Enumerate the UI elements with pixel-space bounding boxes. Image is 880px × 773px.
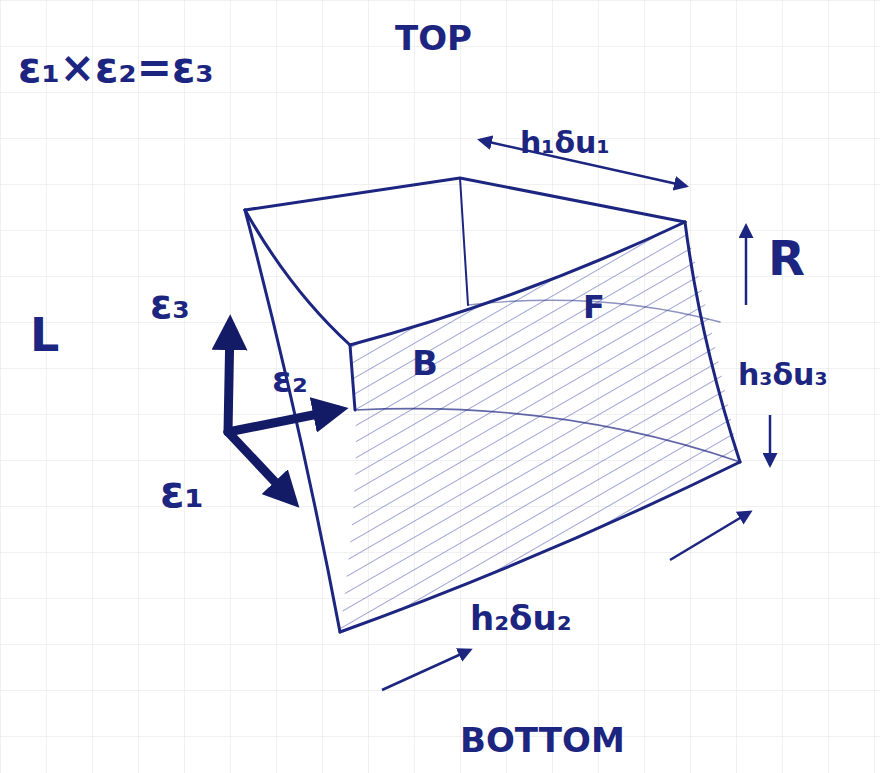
face-label: B [412,345,438,382]
basis-vector-label: ε₁ [160,468,204,516]
face-label: R [768,232,805,285]
basis-vector-label: ε₂ [272,360,308,400]
basis-vector-label: ε₃ [150,282,190,326]
cross-product-note: ε₁×ε₂=ε₃ [18,45,214,91]
top-label: TOP [395,20,472,57]
edge-length: h₃δu₃ [738,358,828,391]
edge-length: h₂δu₂ [470,600,572,637]
face-label: L [30,310,59,361]
edge-length: h₁δu₁ [520,126,610,159]
face-label: F [583,290,605,325]
bottom-label: BOTTOM [460,722,625,759]
